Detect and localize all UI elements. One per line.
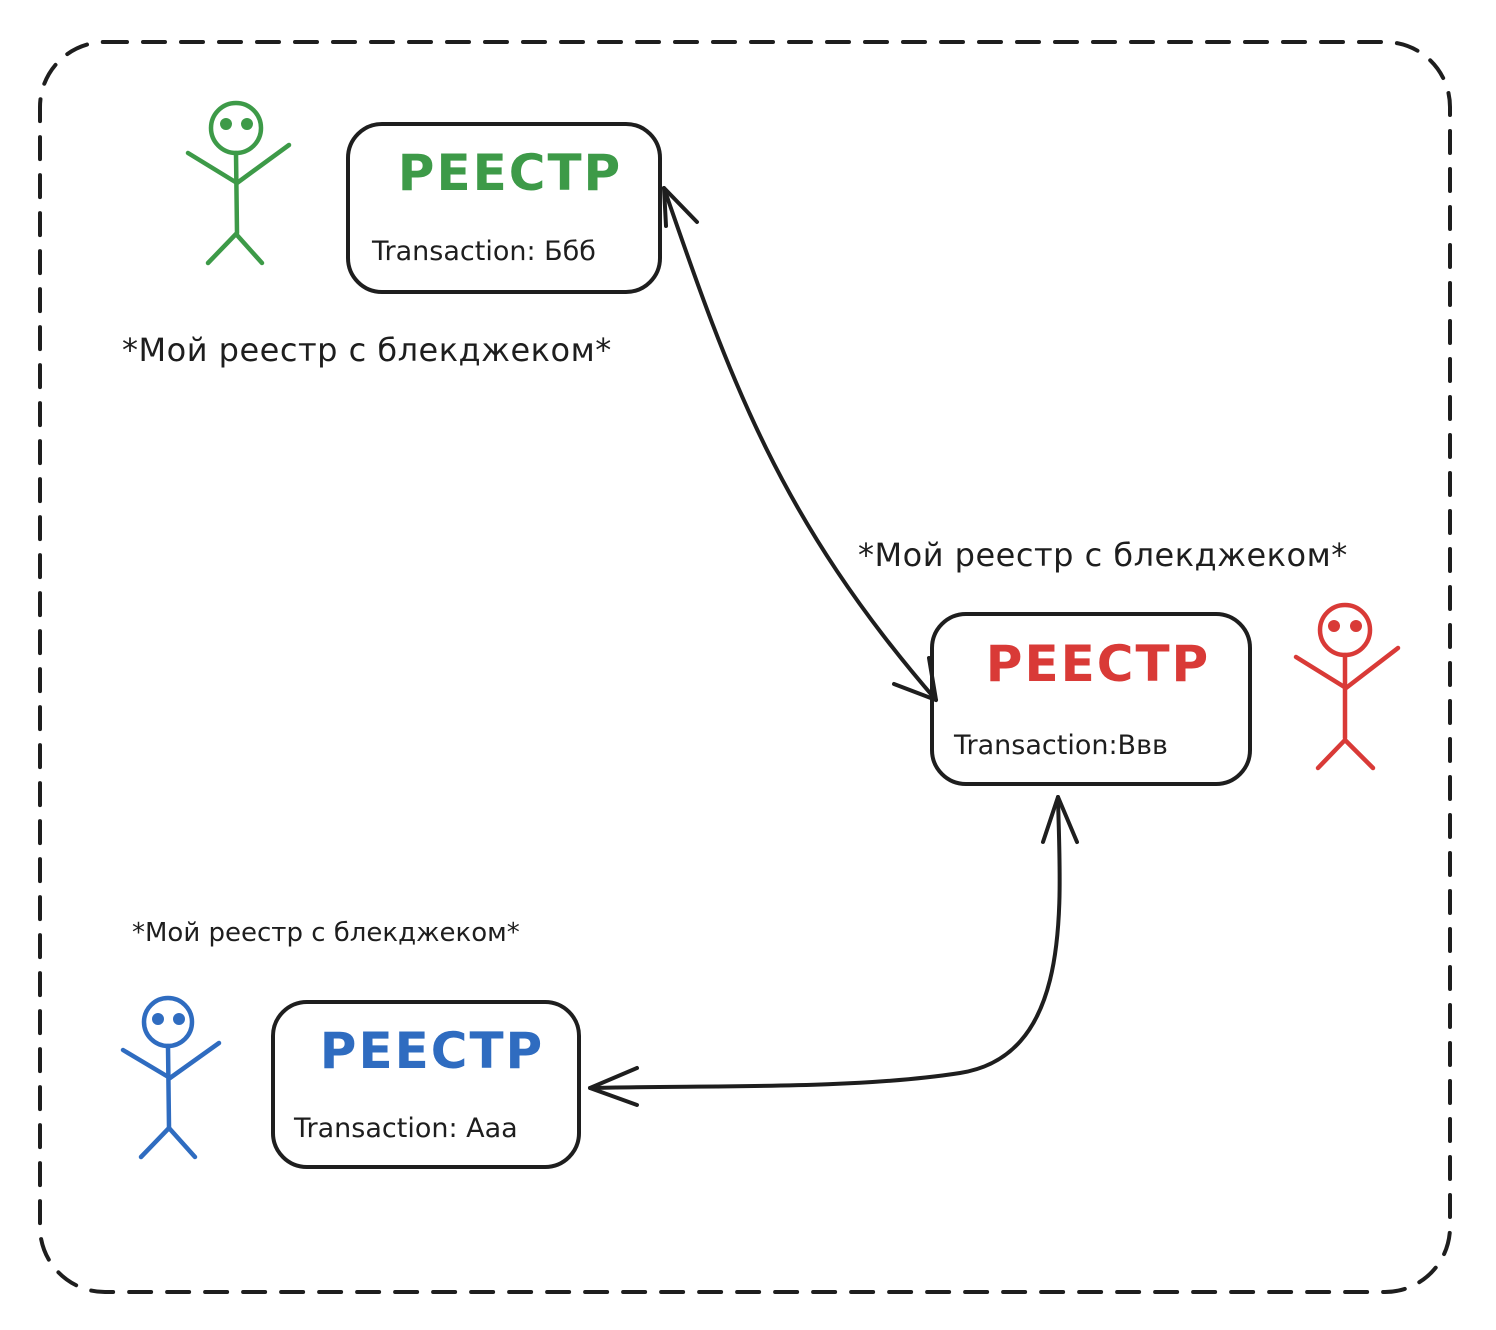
blue-actor-icon — [120, 995, 222, 1160]
arrowhead-green-end — [662, 186, 699, 228]
ledger-title-green: РЕЕСТР — [398, 144, 622, 202]
node-blue: РЕЕСТР Transaction: Ааа *Мой реестр с бл… — [120, 918, 581, 1169]
ledger-transaction-blue: Transaction: Ааа — [293, 1113, 518, 1144]
link-green-red-line — [662, 186, 938, 702]
ledger-caption-red: *Мой реестр с блекджеком* — [858, 536, 1348, 574]
ledger-box-blue — [271, 1000, 581, 1169]
link-red-blue — [588, 795, 1079, 1107]
arrowhead-blue-end — [588, 1066, 639, 1107]
green-actor-icon — [185, 100, 292, 266]
link-green-red — [662, 186, 938, 702]
arrowhead-red-bottom — [1041, 795, 1079, 844]
ledger-transaction-red: Transaction:Ввв — [953, 730, 1168, 761]
red-actor-icon — [1293, 602, 1401, 771]
ledger-transaction-green: Transaction: Ббб — [371, 236, 596, 267]
ledger-caption-blue: *Мой реестр с блекджеком* — [132, 918, 520, 948]
ledger-box-green — [346, 122, 662, 294]
node-red: РЕЕСТР Transaction:Ввв *Мой реестр с бле… — [858, 536, 1401, 786]
ledger-title-blue: РЕЕСТР — [320, 1022, 544, 1080]
ledger-caption-green: *Мой реестр с блекджеком* — [122, 331, 612, 369]
network-boundary — [38, 40, 1452, 1294]
node-green: РЕЕСТР Transaction: Ббб *Мой реестр с бл… — [122, 100, 662, 369]
arrowhead-red-end — [892, 656, 938, 702]
ledger-title-red: РЕЕСТР — [986, 635, 1210, 693]
link-red-blue-line — [588, 795, 1062, 1090]
